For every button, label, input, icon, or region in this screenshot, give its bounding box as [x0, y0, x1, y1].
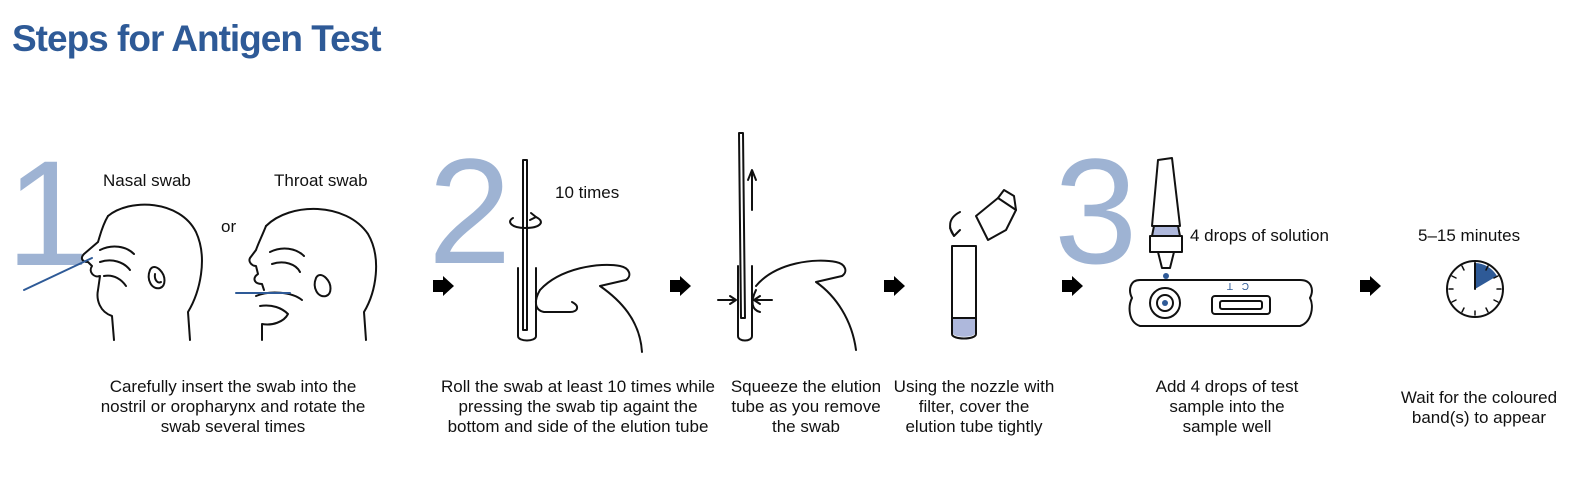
rotation-count-label: 10 times [555, 183, 620, 202]
step-arrow-icon [433, 276, 454, 296]
or-label: or [221, 217, 237, 236]
step2-squeeze-caption: Squeeze the elution tube as you remove t… [730, 377, 882, 436]
throat-swab-head-icon [235, 208, 378, 341]
nozzle-cap-icon [949, 189, 1017, 340]
step-number-3: 3 [1054, 127, 1138, 295]
test-cassette-icon [1128, 157, 1313, 327]
step2-nozzle-caption: Using the nozzle with filter, cover the … [893, 377, 1055, 436]
step-arrow-icon [670, 276, 691, 296]
step2-roll-caption: Roll the swab at least 10 times while pr… [440, 377, 716, 436]
drops-label: 4 drops of solution [1190, 226, 1329, 245]
timer-icon [1446, 260, 1504, 318]
step-number-1: 1 [6, 129, 90, 297]
cassette-t-mark: T [1227, 280, 1233, 291]
swab-in-tube-icon [509, 159, 643, 353]
step1-caption: Carefully insert the swab into the nostr… [100, 377, 366, 436]
step-arrow-icon [1062, 276, 1083, 296]
step-number-2: 2 [428, 127, 512, 295]
squeeze-tube-icon [717, 132, 857, 351]
wait-time-label: 5–15 minutes [1418, 226, 1521, 245]
step3-wait-caption: Wait for the coloured band(s) to appear [1400, 388, 1558, 427]
page-title: Steps for Antigen Test [12, 18, 382, 59]
throat-swab-label: Throat swab [274, 171, 368, 190]
step-arrow-icon [1360, 276, 1381, 296]
step-arrow-icon [884, 276, 905, 296]
cassette-c-mark: C [1242, 280, 1249, 291]
step3-drops-caption: Add 4 drops of test sample into the samp… [1155, 377, 1299, 436]
nasal-swab-head-icon [23, 203, 203, 341]
nasal-swab-label: Nasal swab [103, 171, 191, 190]
